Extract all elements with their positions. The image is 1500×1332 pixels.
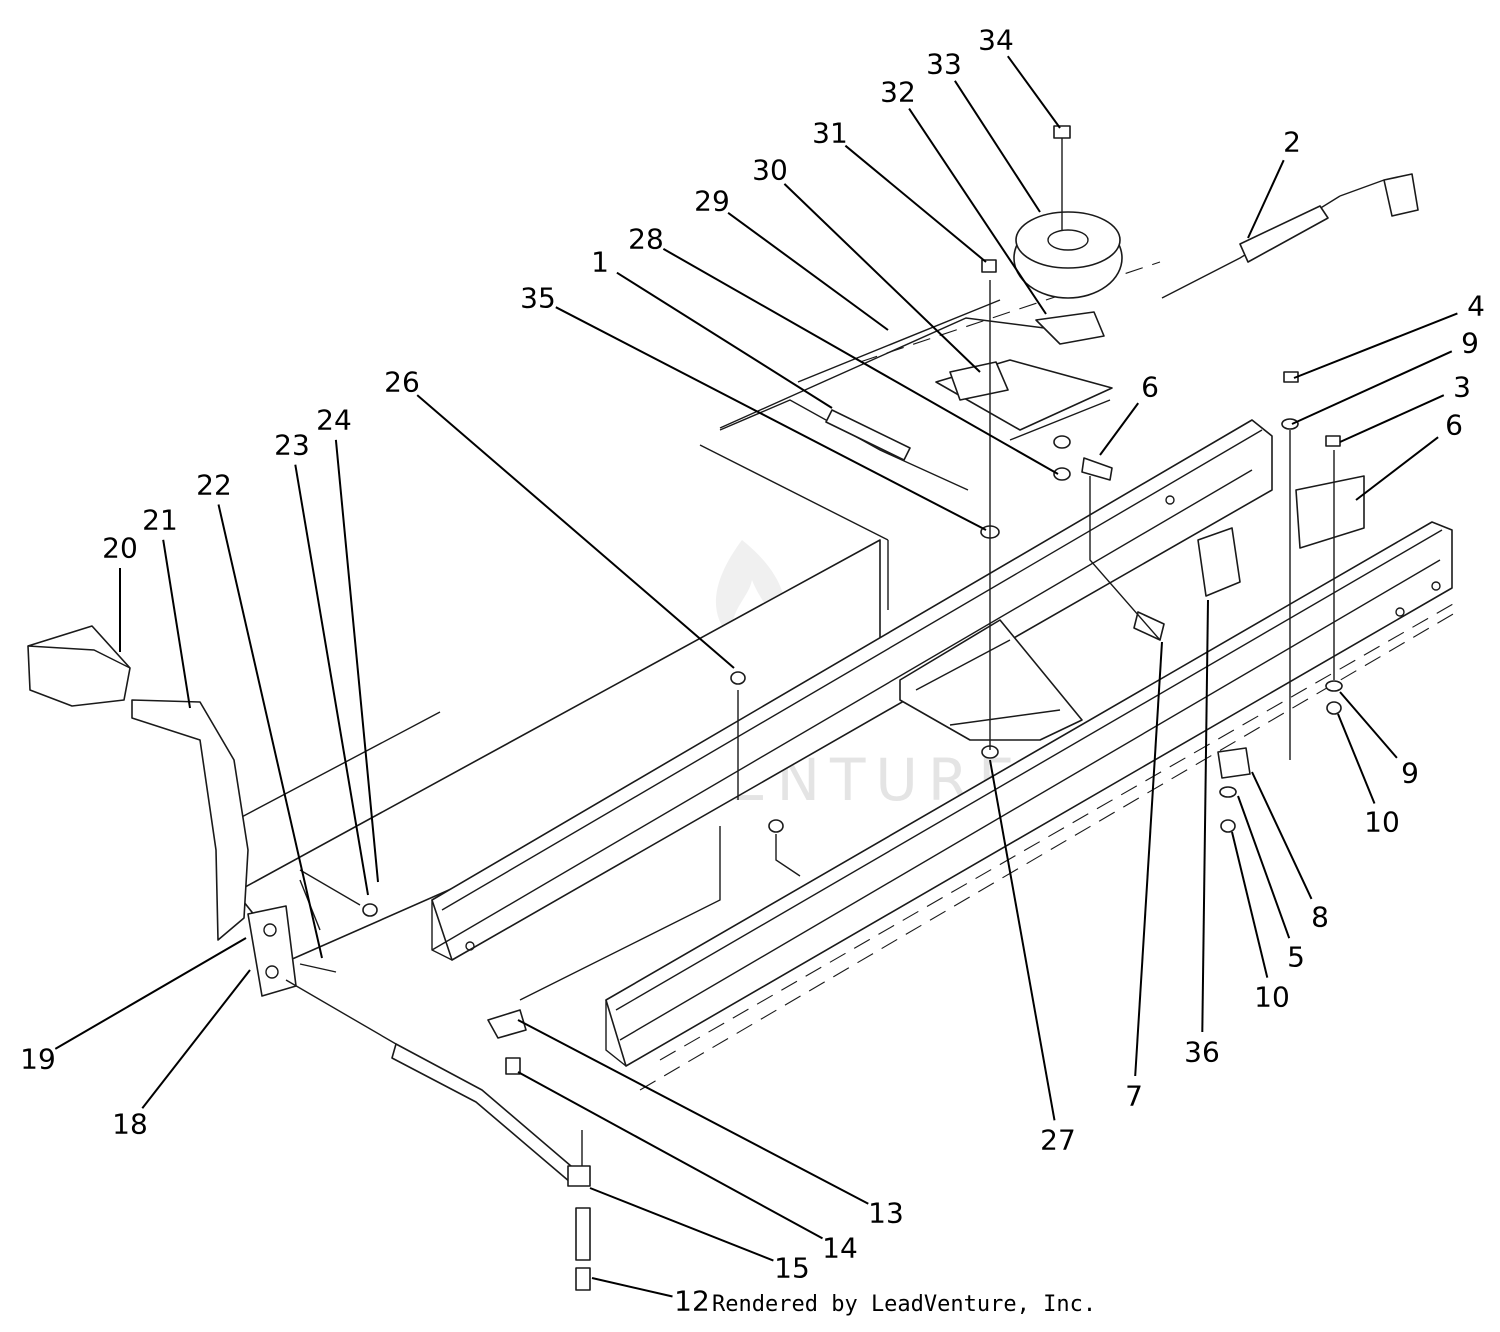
callout-c5: 5 bbox=[1287, 941, 1305, 974]
leader-line-c31 bbox=[844, 144, 987, 263]
callout-c31: 31 bbox=[812, 117, 848, 150]
callout-c13: 13 bbox=[868, 1197, 904, 1230]
callout-c9a: 9 bbox=[1461, 327, 1479, 360]
callout-c6a: 6 bbox=[1141, 371, 1159, 404]
leader-line-c2 bbox=[1247, 159, 1285, 239]
spring-cable-2 bbox=[1161, 173, 1419, 299]
idler-pulley bbox=[1013, 211, 1123, 299]
assembly-lines bbox=[285, 280, 1335, 1166]
callout-c10a: 10 bbox=[1364, 806, 1400, 839]
cross-member bbox=[899, 619, 1083, 741]
leader-line-c26 bbox=[416, 394, 735, 669]
callout-c12: 12 bbox=[674, 1285, 710, 1318]
callout-c6b: 6 bbox=[1445, 409, 1463, 442]
leader-line-c24 bbox=[334, 439, 379, 883]
callout-c30: 30 bbox=[752, 154, 788, 187]
leader-line-c12 bbox=[591, 1277, 673, 1298]
leader-line-c10a bbox=[1337, 713, 1376, 804]
leader-line-c4 bbox=[1293, 312, 1458, 379]
callout-c35: 35 bbox=[520, 282, 556, 315]
callout-c26: 26 bbox=[384, 366, 420, 399]
brake-rod bbox=[391, 1009, 591, 1261]
bracket-right bbox=[1197, 475, 1365, 597]
callout-c20: 20 bbox=[102, 532, 138, 565]
callout-c14: 14 bbox=[822, 1232, 858, 1265]
idler-bracket-plate bbox=[935, 311, 1113, 441]
leader-line-c34 bbox=[1006, 55, 1061, 129]
leader-line-c19 bbox=[54, 937, 247, 1050]
leader-line-c18 bbox=[141, 969, 251, 1109]
leader-line-c21 bbox=[162, 539, 191, 709]
callout-c32: 32 bbox=[880, 76, 916, 109]
leader-line-c1 bbox=[616, 271, 833, 409]
leader-line-c15 bbox=[589, 1187, 774, 1262]
leader-line-c13 bbox=[517, 1019, 869, 1205]
callout-c3: 3 bbox=[1453, 371, 1471, 404]
leader-line-c8 bbox=[1251, 771, 1313, 900]
leader-line-c23 bbox=[294, 464, 369, 896]
callout-c33: 33 bbox=[926, 48, 962, 81]
channel-rail-upper bbox=[431, 419, 1273, 961]
leader-line-c29 bbox=[727, 211, 889, 331]
leader-line-c28 bbox=[662, 248, 1059, 475]
leader-line-c9b bbox=[1339, 691, 1398, 759]
leader-line-c5 bbox=[1237, 795, 1291, 939]
callout-c19: 19 bbox=[20, 1043, 56, 1076]
brake-pedal-arm bbox=[131, 699, 249, 941]
callout-c2: 2 bbox=[1283, 126, 1301, 159]
leader-line-c9a bbox=[1291, 350, 1453, 425]
callout-c29: 29 bbox=[694, 185, 730, 218]
brake-pedal-pad bbox=[27, 625, 131, 707]
leader-line-c22 bbox=[217, 504, 323, 959]
callout-c9b: 9 bbox=[1401, 757, 1419, 790]
callout-c15: 15 bbox=[774, 1252, 810, 1285]
leader-line-c33 bbox=[954, 80, 1041, 213]
callout-c34: 34 bbox=[978, 24, 1014, 57]
callout-c8: 8 bbox=[1311, 901, 1329, 934]
leader-line-c7 bbox=[1134, 641, 1163, 1077]
leader-line-c6a bbox=[1099, 402, 1140, 456]
leader-line-c35 bbox=[555, 306, 987, 531]
callout-c21: 21 bbox=[142, 504, 178, 537]
leader-line-c10b bbox=[1231, 831, 1269, 978]
callout-c28: 28 bbox=[628, 223, 664, 256]
leader-line-c6b bbox=[1355, 436, 1439, 501]
callout-c24: 24 bbox=[316, 404, 352, 437]
callout-c1: 1 bbox=[591, 246, 609, 279]
leader-line-c30 bbox=[783, 183, 981, 373]
channel-rail-lower bbox=[605, 521, 1461, 1091]
leader-line-c3 bbox=[1339, 394, 1445, 443]
spring-cable-1 bbox=[719, 399, 969, 491]
leader-line-c14 bbox=[517, 1071, 823, 1240]
leader-line-c36 bbox=[1201, 599, 1209, 1033]
callout-c22: 22 bbox=[196, 469, 232, 502]
callout-c23: 23 bbox=[274, 429, 310, 462]
callout-layer: 1234566789910101213141518192021222324262… bbox=[20, 24, 1485, 1318]
render-credit: Rendered by LeadVenture, Inc. bbox=[712, 1292, 1097, 1317]
callout-c10b: 10 bbox=[1254, 981, 1290, 1014]
callout-c4: 4 bbox=[1467, 290, 1485, 323]
callout-c7: 7 bbox=[1125, 1080, 1143, 1113]
leader-line-c32 bbox=[908, 108, 1047, 315]
callout-c18: 18 bbox=[112, 1108, 148, 1141]
leader-line-c27 bbox=[989, 759, 1056, 1121]
callout-c36: 36 bbox=[1184, 1036, 1220, 1069]
callout-c27: 27 bbox=[1040, 1124, 1076, 1157]
